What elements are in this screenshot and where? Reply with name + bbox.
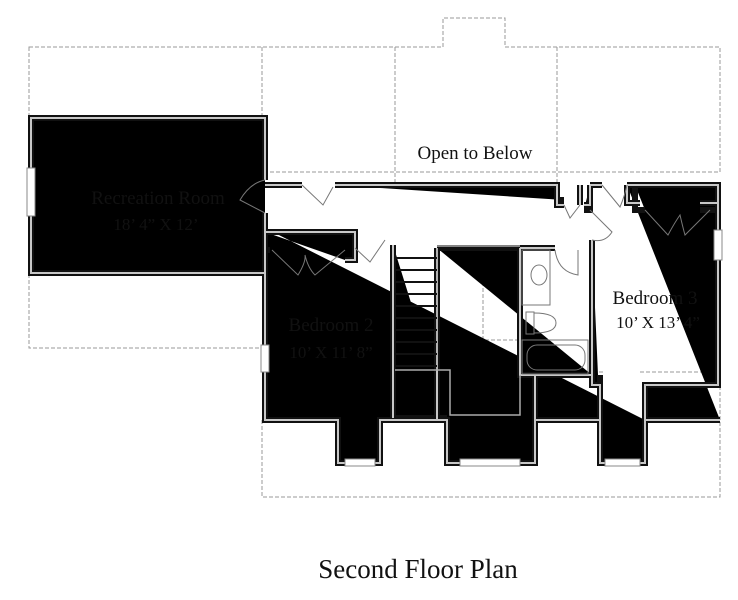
recreation-room-dimensions: 18’ 4” X 12’: [113, 215, 199, 234]
staircase: [395, 245, 521, 416]
bedroom-3-label: Bedroom 3: [612, 288, 698, 309]
plan-title: Second Floor Plan: [318, 554, 518, 584]
bedroom-2-label: Bedroom 2: [288, 315, 374, 336]
bedroom-3-dimensions: 10’ X 13’ 4”: [616, 313, 700, 332]
bedroom-2-dimensions: 10’ X 11’ 8”: [289, 343, 373, 362]
doors: [239, 179, 711, 276]
bathroom-fixtures: [521, 249, 589, 375]
open-to-below-label: Open to Below: [417, 143, 533, 164]
recreation-room-label: Recreation Room: [91, 188, 225, 209]
windows: [26, 167, 723, 467]
